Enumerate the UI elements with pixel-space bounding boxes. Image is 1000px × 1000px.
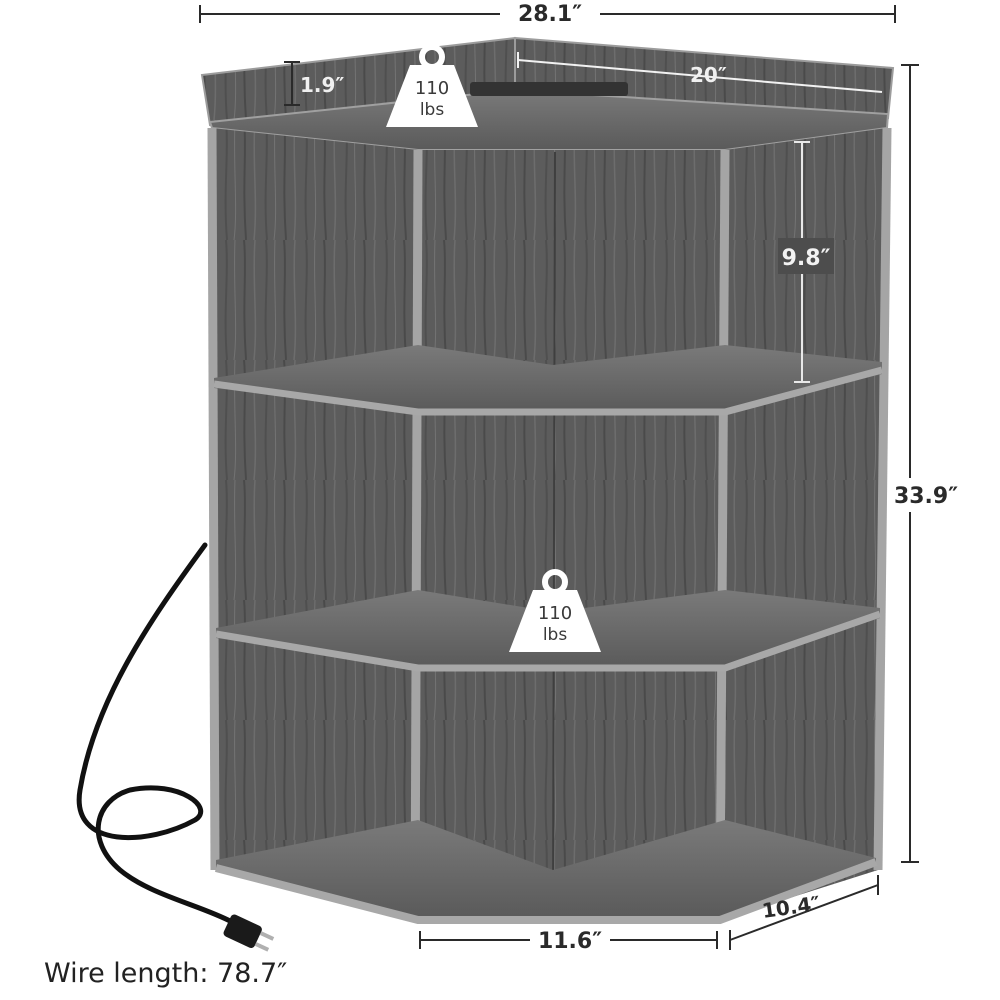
base [215, 820, 878, 924]
front-width-label: 11.6″ [538, 929, 602, 954]
wire-length-caption: Wire length: 78.7″ [44, 958, 288, 989]
svg-text:110: 110 [415, 78, 449, 99]
side-depth-label: 20″ [690, 63, 727, 87]
svg-text:lbs: lbs [420, 100, 445, 120]
power-cable [76, 542, 275, 952]
load-badge-middle: 110 lbs [509, 569, 601, 652]
shelf-height-label: 9.8″ [782, 246, 831, 271]
load-badge-top: 110 lbs [386, 44, 478, 127]
charging-station-slot [470, 82, 628, 96]
svg-text:110: 110 [538, 603, 572, 624]
plug-icon [223, 914, 275, 952]
svg-text:lbs: lbs [543, 625, 568, 645]
weight-icon [509, 569, 601, 652]
guardrail-height-label: 1.9″ [300, 73, 344, 97]
weight-icon [386, 44, 478, 127]
total-height-label: 33.9″ [894, 484, 958, 509]
overall-width-label: 28.1″ [518, 2, 582, 27]
shelf-1 [213, 345, 883, 416]
